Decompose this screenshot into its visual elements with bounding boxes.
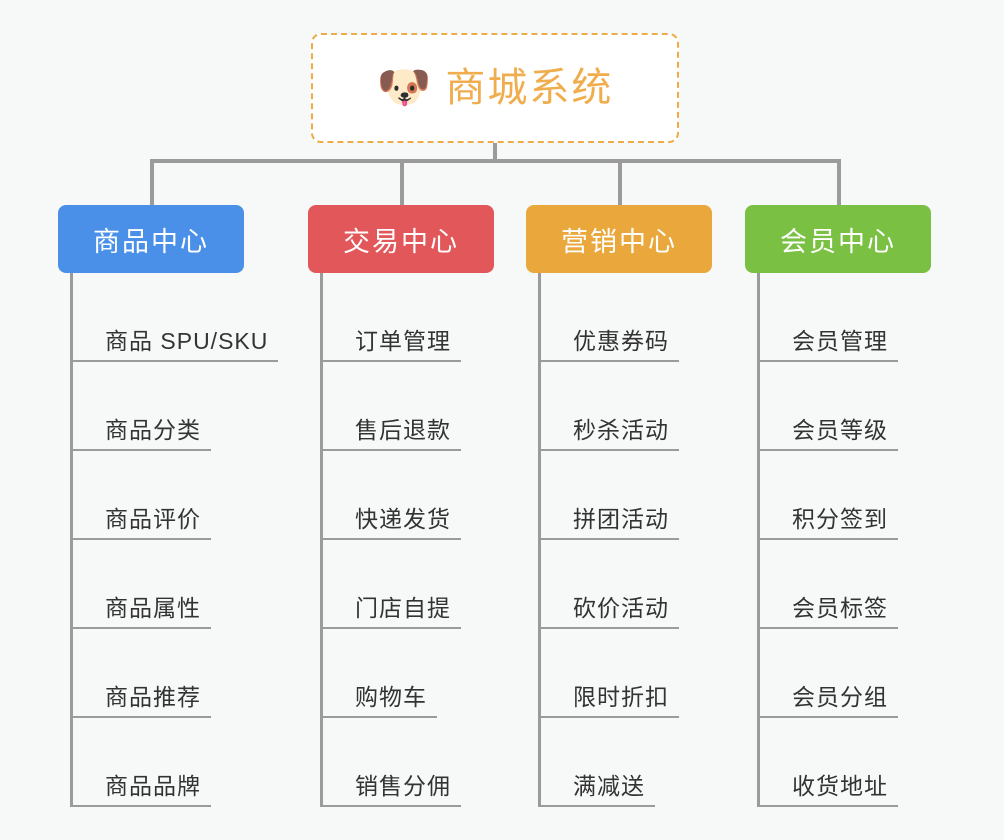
leaf-label: 商品品牌 — [105, 772, 201, 799]
leaf-underline: 商品 SPU/SKU — [73, 327, 279, 362]
leaf-label: 拼团活动 — [573, 505, 669, 532]
leaf-item[interactable]: 秒杀活动 — [541, 362, 712, 451]
connector-horizontal-bus — [150, 159, 840, 163]
root-node[interactable]: 🐶 商城系统 — [311, 33, 679, 143]
leaf-item[interactable]: 优惠券码 — [541, 273, 712, 362]
branch-header-member-center[interactable]: 会员中心 — [745, 205, 931, 273]
leaf-label: 快递发货 — [355, 505, 451, 532]
leaf-label: 砍价活动 — [573, 594, 669, 621]
leaf-label: 商品分类 — [105, 416, 201, 443]
leaf-label: 积分签到 — [792, 505, 888, 532]
leaf-underline: 订单管理 — [323, 327, 461, 362]
leaf-label: 会员分组 — [792, 683, 888, 710]
branch-header-product-center[interactable]: 商品中心 — [58, 205, 244, 273]
leaf-underline: 秒杀活动 — [541, 416, 679, 451]
leaf-underline: 销售分佣 — [323, 772, 461, 807]
leaf-underline: 商品推荐 — [73, 683, 211, 718]
leaf-item[interactable]: 销售分佣 — [323, 718, 494, 807]
connector-drop-product-center — [150, 159, 154, 205]
connector-drop-member-center — [837, 159, 841, 205]
leaf-label: 优惠券码 — [573, 327, 669, 354]
leaf-item[interactable]: 收货地址 — [760, 718, 931, 807]
leaf-label: 限时折扣 — [573, 683, 669, 710]
leaf-underline: 商品品牌 — [73, 772, 211, 807]
leaf-item[interactable]: 订单管理 — [323, 273, 494, 362]
leaf-label: 商品 SPU/SKU — [105, 327, 269, 354]
leaf-list-product-center: 商品 SPU/SKU 商品分类商品评价商品属性商品推荐商品品牌 — [70, 273, 279, 807]
leaf-item[interactable]: 售后退款 — [323, 362, 494, 451]
leaf-item[interactable]: 拼团活动 — [541, 451, 712, 540]
leaf-label: 订单管理 — [355, 327, 451, 354]
leaf-underline: 商品属性 — [73, 594, 211, 629]
leaf-list-marketing-center: 优惠券码秒杀活动拼团活动砍价活动限时折扣满减送 — [538, 273, 712, 807]
branch-trade-center: 交易中心订单管理售后退款快递发货门店自提购物车销售分佣 — [308, 205, 494, 807]
leaf-label: 门店自提 — [355, 594, 451, 621]
leaf-item[interactable]: 会员等级 — [760, 362, 931, 451]
connector-drop-trade-center — [400, 159, 404, 205]
leaf-underline: 购物车 — [323, 683, 437, 718]
leaf-underline: 砍价活动 — [541, 594, 679, 629]
leaf-item[interactable]: 商品分类 — [73, 362, 244, 451]
leaf-underline: 门店自提 — [323, 594, 461, 629]
leaf-underline: 商品分类 — [73, 416, 211, 451]
connector-drop-marketing-center — [618, 159, 622, 205]
leaf-label: 满减送 — [573, 772, 645, 799]
leaf-underline: 积分签到 — [760, 505, 898, 540]
leaf-underline: 商品评价 — [73, 505, 211, 540]
leaf-list-member-center: 会员管理会员等级积分签到会员标签会员分组收货地址 — [757, 273, 931, 807]
leaf-item[interactable]: 会员管理 — [760, 273, 931, 362]
leaf-label: 销售分佣 — [355, 772, 451, 799]
branch-marketing-center: 营销中心优惠券码秒杀活动拼团活动砍价活动限时折扣满减送 — [526, 205, 712, 807]
leaf-underline: 拼团活动 — [541, 505, 679, 540]
leaf-label: 购物车 — [355, 683, 427, 710]
leaf-label: 商品推荐 — [105, 683, 201, 710]
leaf-item[interactable]: 商品品牌 — [73, 718, 244, 807]
root-title: 商城系统 — [445, 66, 614, 110]
leaf-label: 商品评价 — [105, 505, 201, 532]
leaf-item[interactable]: 会员标签 — [760, 540, 931, 629]
branch-header-trade-center[interactable]: 交易中心 — [308, 205, 494, 273]
leaf-underline: 快递发货 — [323, 505, 461, 540]
branch-member-center: 会员中心会员管理会员等级积分签到会员标签会员分组收货地址 — [745, 205, 931, 807]
leaf-underline: 会员等级 — [760, 416, 898, 451]
leaf-item[interactable]: 商品评价 — [73, 451, 244, 540]
leaf-underline: 满减送 — [541, 772, 655, 807]
leaf-underline: 限时折扣 — [541, 683, 679, 718]
branch-header-marketing-center[interactable]: 营销中心 — [526, 205, 712, 273]
connector-root-stem — [493, 143, 497, 163]
leaf-item[interactable]: 商品推荐 — [73, 629, 244, 718]
dog-face-icon: 🐶 — [376, 63, 432, 112]
branch-product-center: 商品中心商品 SPU/SKU 商品分类商品评价商品属性商品推荐商品品牌 — [58, 205, 279, 807]
leaf-item[interactable]: 砍价活动 — [541, 540, 712, 629]
leaf-underline: 优惠券码 — [541, 327, 679, 362]
leaf-label: 会员标签 — [792, 594, 888, 621]
leaf-underline: 会员标签 — [760, 594, 898, 629]
leaf-item[interactable]: 限时折扣 — [541, 629, 712, 718]
leaf-label: 售后退款 — [355, 416, 451, 443]
leaf-label: 会员等级 — [792, 416, 888, 443]
leaf-item[interactable]: 门店自提 — [323, 540, 494, 629]
leaf-label: 秒杀活动 — [573, 416, 669, 443]
leaf-label: 会员管理 — [792, 327, 888, 354]
leaf-item[interactable]: 满减送 — [541, 718, 712, 807]
leaf-list-trade-center: 订单管理售后退款快递发货门店自提购物车销售分佣 — [320, 273, 494, 807]
leaf-item[interactable]: 会员分组 — [760, 629, 931, 718]
leaf-label: 商品属性 — [105, 594, 201, 621]
leaf-item[interactable]: 商品 SPU/SKU — [73, 273, 279, 362]
leaf-label: 收货地址 — [792, 772, 888, 799]
leaf-item[interactable]: 购物车 — [323, 629, 494, 718]
leaf-item[interactable]: 快递发货 — [323, 451, 494, 540]
leaf-underline: 会员管理 — [760, 327, 898, 362]
leaf-item[interactable]: 积分签到 — [760, 451, 931, 540]
leaf-item[interactable]: 商品属性 — [73, 540, 244, 629]
leaf-underline: 售后退款 — [323, 416, 461, 451]
leaf-underline: 会员分组 — [760, 683, 898, 718]
leaf-underline: 收货地址 — [760, 772, 898, 807]
